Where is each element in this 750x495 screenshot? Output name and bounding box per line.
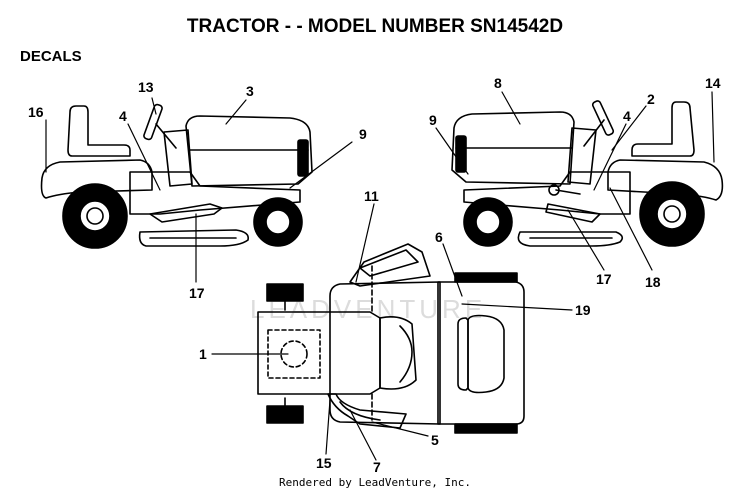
tractor-left-side-view xyxy=(40,103,313,249)
callout-17-left: 17 xyxy=(189,285,205,301)
leader-lines xyxy=(45,91,715,461)
callout-18: 18 xyxy=(645,274,661,290)
callout-9-right: 9 xyxy=(429,112,437,128)
callout-19: 19 xyxy=(575,302,591,318)
callout-15: 15 xyxy=(316,455,332,471)
callout-1: 1 xyxy=(199,346,207,362)
tractor-top-view xyxy=(257,243,525,434)
callout-4-right: 4 xyxy=(623,108,631,124)
callout-16: 16 xyxy=(28,104,44,120)
callout-5: 5 xyxy=(431,432,439,448)
footer-credit: Rendered by LeadVenture, Inc. xyxy=(278,476,472,489)
callout-3: 3 xyxy=(246,83,254,99)
diagram-title: TRACTOR - - MODEL NUMBER SN14542D xyxy=(186,16,564,37)
callout-labels: 16 13 3 4 9 17 8 9 2 4 14 17 18 11 6 19 … xyxy=(28,75,721,475)
callout-6: 6 xyxy=(435,229,443,245)
callout-7: 7 xyxy=(373,459,381,475)
section-label: DECALS xyxy=(20,48,82,65)
tractor-right-side-view xyxy=(451,100,724,247)
callout-9-left: 9 xyxy=(359,126,367,142)
callout-11: 11 xyxy=(364,188,379,204)
callout-8: 8 xyxy=(494,75,502,91)
callout-4-left: 4 xyxy=(119,108,127,124)
callout-13: 13 xyxy=(138,79,154,95)
callout-2: 2 xyxy=(647,91,655,107)
callout-14: 14 xyxy=(705,75,721,91)
callout-17-right: 17 xyxy=(596,271,612,287)
